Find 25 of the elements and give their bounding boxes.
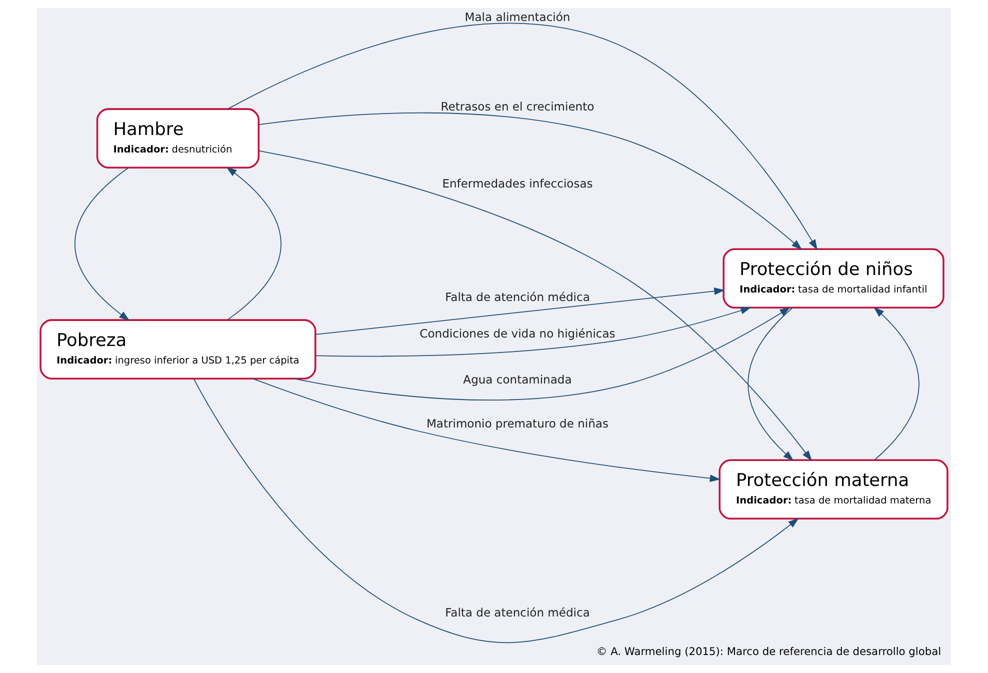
edge-label: Falta de atención médica xyxy=(445,290,590,304)
edge-label: Mala alimentación xyxy=(464,10,570,24)
edge-label: Matrimonio prematuro de niñas xyxy=(426,416,608,431)
arrow xyxy=(315,306,752,357)
edge-label: Agua contaminada xyxy=(463,372,572,386)
node-box: Protección de niños Indicador: tasa de mortalidad infantil xyxy=(722,248,944,309)
caption: © A. Warmeling (2015): Marco de referencia de desarrollo global xyxy=(596,644,942,658)
node-box: Hambre Indicador: desnutrición xyxy=(96,108,260,168)
arrow xyxy=(252,378,721,482)
node-box: Pobreza Indicador: ingreso inferior a USD 1,25 per cápita xyxy=(40,319,316,380)
arrow xyxy=(226,166,282,320)
arrow xyxy=(748,307,794,462)
arrow xyxy=(315,288,725,335)
arrow xyxy=(258,150,812,462)
edge-label: Condiciones de vida no higiénicas xyxy=(420,326,616,340)
arrow xyxy=(293,307,790,400)
edge-label: Retrasos en el crecimiento xyxy=(440,99,594,114)
arrow xyxy=(874,306,920,461)
arrow xyxy=(193,378,799,644)
arrow xyxy=(258,112,802,250)
arrow xyxy=(227,22,818,250)
node-box: Protección materna Indicador: tasa de mortalidad materna xyxy=(718,459,948,520)
arrow xyxy=(74,167,130,321)
edge-label: Enfermedades infecciosas xyxy=(442,176,593,190)
edge-label: Falta de atención médica xyxy=(445,606,590,620)
